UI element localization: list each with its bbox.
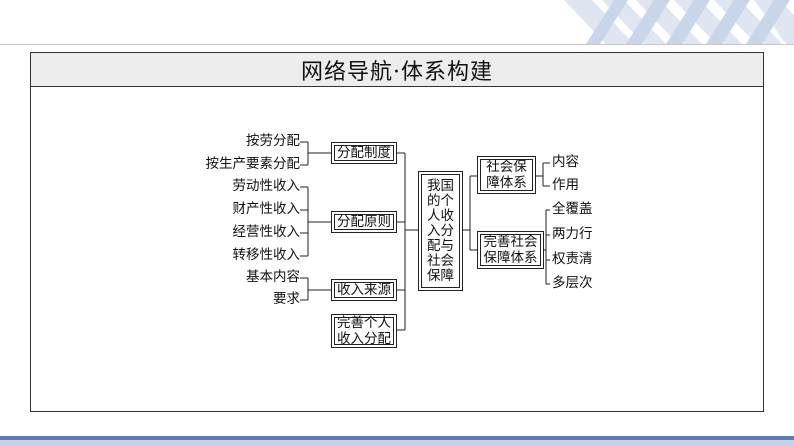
leaf-function: 作用: [552, 177, 579, 193]
box-distribution-system: 分配制度: [331, 142, 397, 164]
footer-bar: [0, 436, 794, 446]
box-social-security-system: 社会保障体系: [477, 156, 536, 194]
leaf-basic-content: 基本内容: [246, 269, 300, 285]
box-distribution-principle: 分配原则: [331, 211, 397, 233]
corner-stripe-decoration: [564, 0, 794, 44]
leaf-requirements: 要求: [273, 291, 300, 307]
leaf-labor-income: 劳动性收入: [232, 178, 301, 194]
leaf-full-coverage: 全覆盖: [552, 201, 593, 217]
leaf-two-capacities: 两力行: [552, 226, 593, 242]
section-title: 网络导航·体系构建: [31, 53, 763, 87]
box-center-topic: 我国的个人收入分配与社会保障: [418, 171, 463, 291]
leaf-business-income: 经营性收入: [232, 224, 301, 240]
box-improve-social-security: 完善社会保障体系: [477, 231, 544, 269]
leaf-transfer-income: 转移性收入: [232, 247, 301, 263]
leaf-clear-rights: 权责清: [552, 251, 593, 267]
box-income-source: 收入来源: [331, 279, 397, 301]
leaf-multi-level: 多层次: [552, 275, 593, 291]
leaf-pay-by-factors: 按生产要素分配: [205, 156, 301, 172]
leaf-pay-by-labor: 按劳分配: [246, 133, 300, 149]
content-frame: 网络导航·体系构建: [30, 52, 764, 412]
leaf-property-income: 财产性收入: [232, 201, 301, 217]
box-improve-income-distribution: 完善个人收入分配: [331, 314, 397, 348]
header-rule: [0, 44, 794, 45]
leaf-content: 内容: [552, 154, 579, 170]
